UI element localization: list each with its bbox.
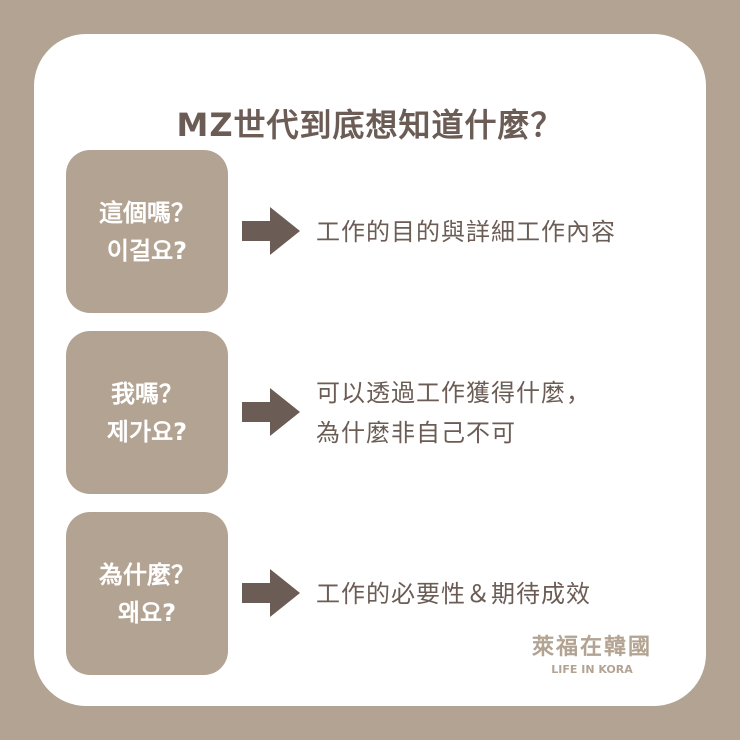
arrow-right-icon	[242, 569, 300, 617]
question-box: 為什麼？ 왜요?	[66, 512, 228, 675]
question-row: 我嗎？ 제가요? 可以透過工作獲得什麼， 為什麼非自己不可	[66, 331, 686, 494]
answer-line: 為什麼非自己不可	[316, 418, 516, 447]
question-ko: 왜요?	[117, 598, 177, 627]
answer-text: 工作的必要性＆期待成效	[316, 512, 591, 675]
question-zh: 我嗎？	[111, 379, 183, 408]
question-ko: 이걸요?	[106, 236, 188, 265]
question-ko: 제가요?	[106, 417, 188, 446]
brand-name-zh: 萊福在韓國	[531, 635, 652, 660]
answer-line: 工作的必要性＆期待成效	[316, 579, 591, 608]
question-zh: 這個嗎？	[99, 198, 195, 227]
answer-text: 工作的目的與詳細工作內容	[316, 150, 616, 313]
arrow-right-icon	[242, 207, 300, 255]
brand-name-en: LIFE IN KORA	[551, 663, 633, 676]
question-box: 這個嗎？ 이걸요?	[66, 150, 228, 313]
brand-logo: 萊福在韓國 LIFE IN KORA	[532, 629, 652, 676]
question-box: 我嗎？ 제가요?	[66, 331, 228, 494]
answer-text: 可以透過工作獲得什麼， 為什麼非自己不可	[316, 331, 591, 494]
question-zh: 為什麼？	[99, 560, 195, 589]
page-title: MZ世代到底想知道什麼？	[176, 106, 564, 144]
question-row: 為什麼？ 왜요? 工作的必要性＆期待成效	[66, 512, 686, 675]
content-card: MZ世代到底想知道什麼？ 這個嗎？ 이걸요? 工作的目的與詳細工作內容 我嗎？ …	[34, 34, 706, 706]
arrow-right-icon	[242, 388, 300, 436]
answer-line: 可以透過工作獲得什麼，	[316, 378, 591, 407]
question-row: 這個嗎？ 이걸요? 工作的目的與詳細工作內容	[66, 150, 686, 313]
answer-line: 工作的目的與詳細工作內容	[316, 217, 616, 246]
